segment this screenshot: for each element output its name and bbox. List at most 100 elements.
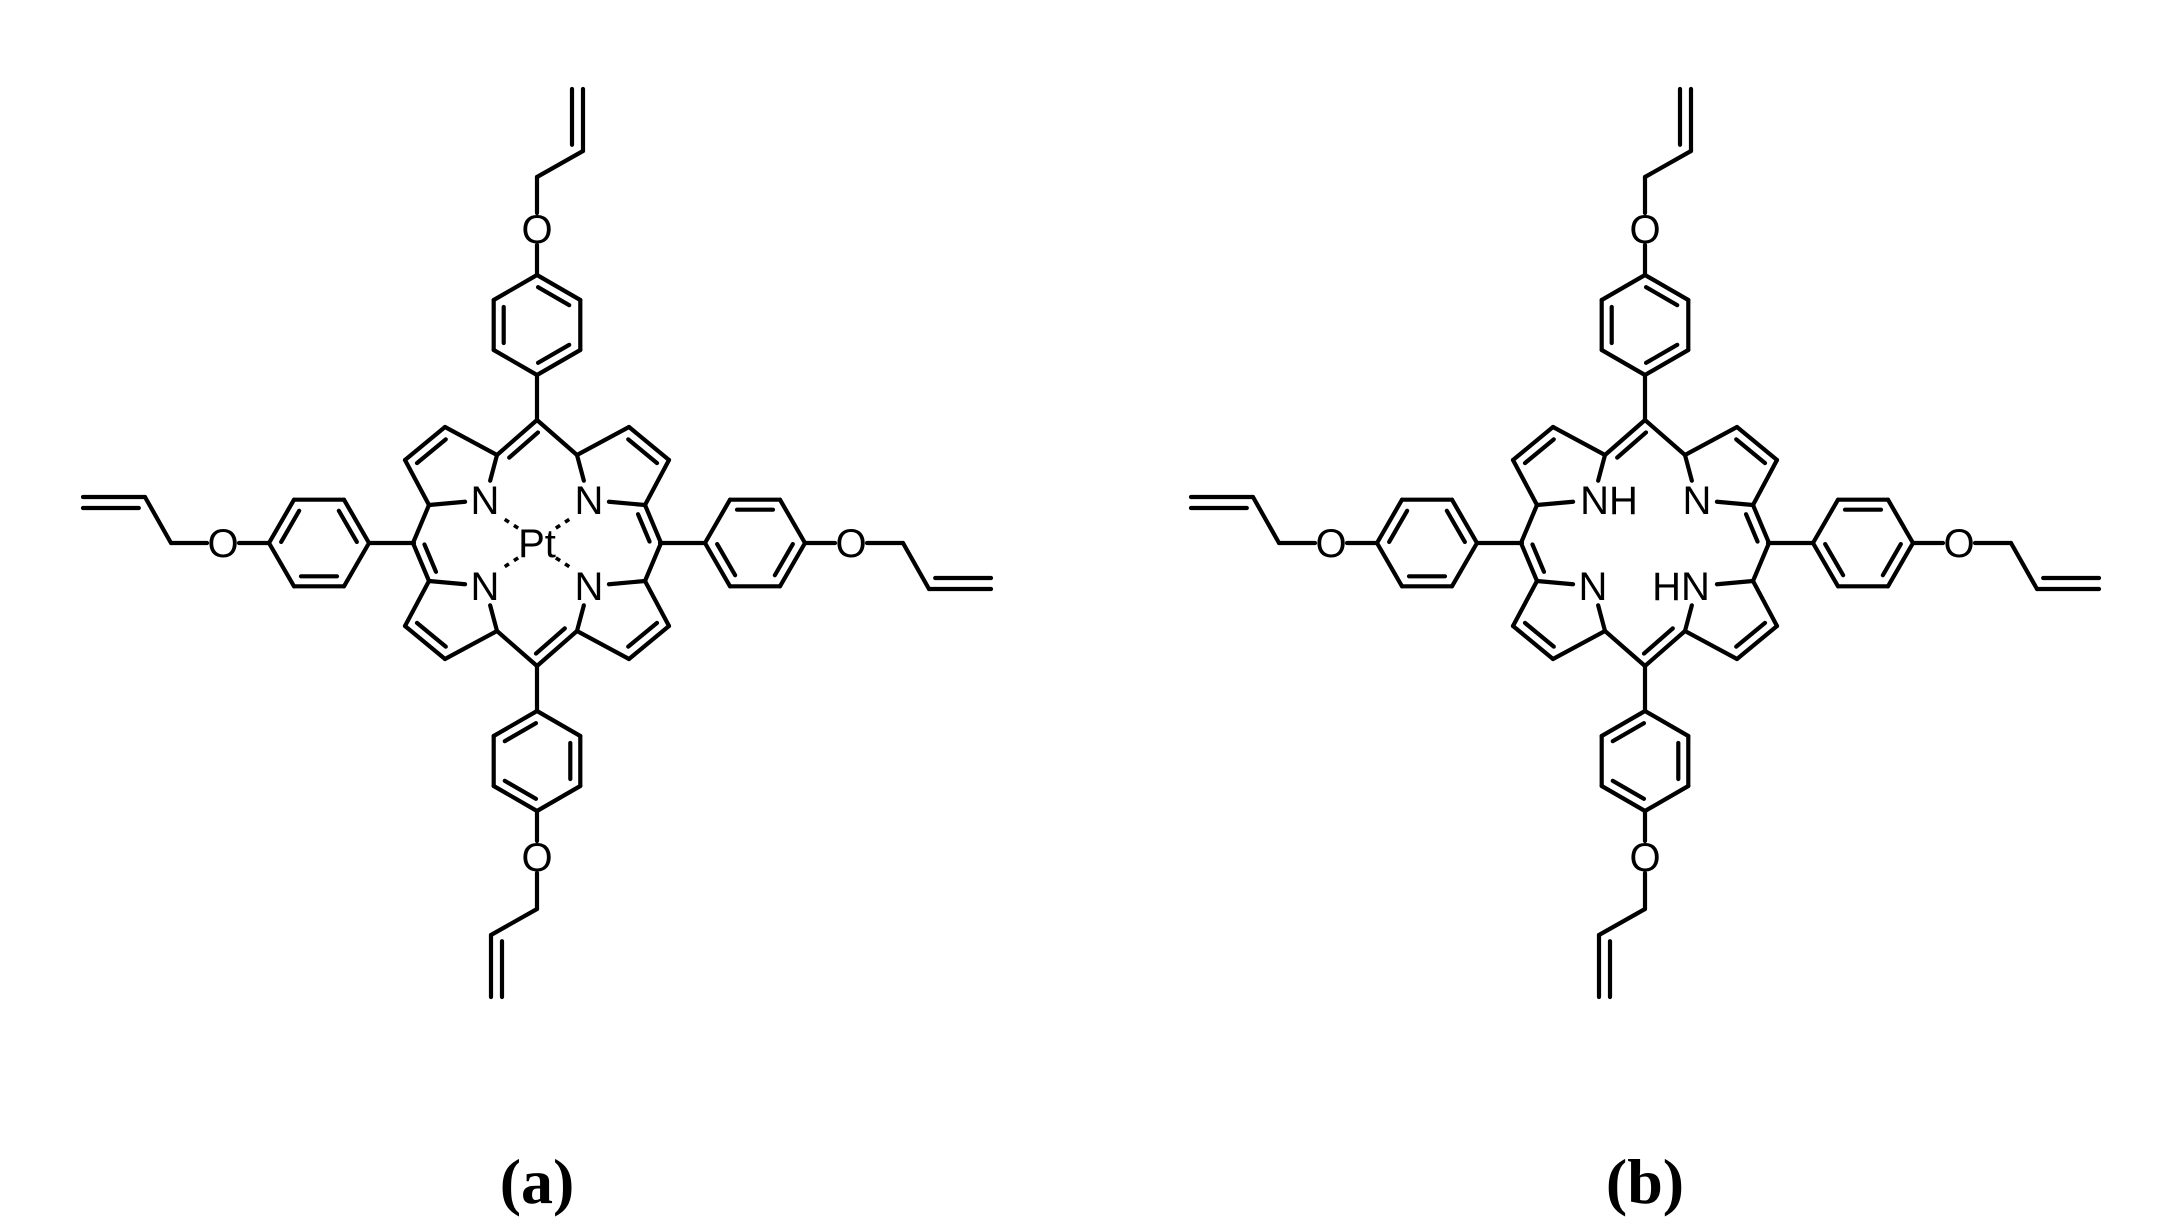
pyrrole-bond: [1550, 628, 1608, 662]
phenyl-double-bond: [1642, 272, 1691, 303]
pyrrole-nitrogen-label: N: [1579, 565, 1608, 609]
pyrrole-bond: [1750, 578, 1780, 629]
caption-b: (b): [1606, 1146, 1684, 1217]
pyrrole-bond: [574, 424, 632, 458]
phenyl-double-bond-inner: [1880, 541, 1903, 578]
pyrrole-nitrogen-label: HN: [1652, 565, 1710, 609]
pyrrole-bond: [1596, 452, 1608, 483]
pyrrole-bond: [1534, 578, 1576, 587]
pyrrole-bond: [606, 578, 648, 587]
phenyl-double-bond-inner: [502, 721, 539, 744]
pyrrole-bond: [1714, 499, 1756, 508]
phenyl-double-bond: [1642, 347, 1691, 378]
phenyl-double-bond-inner: [1444, 508, 1467, 545]
phenyl-double-bond: [1449, 497, 1480, 546]
meso-bond: [1642, 417, 1688, 458]
phenyl-double-bond-inner: [1823, 541, 1846, 578]
ether-oxygen-label: O: [1629, 208, 1660, 252]
phenyl-double-bond-inner: [1643, 285, 1680, 308]
pyrrole-bond: [442, 424, 500, 458]
phenyl-bond: [491, 272, 540, 303]
pyrrole-double-bond-inner: [1734, 437, 1768, 466]
pyrrole-bond: [574, 628, 632, 662]
pyrrole-double-bond: [626, 424, 672, 463]
phenyl-bond: [266, 540, 297, 589]
phenyl-bond: [702, 497, 733, 546]
phenyl-double-bond-inner: [336, 508, 359, 545]
meso-bond: [642, 502, 664, 546]
pyrrole-bond: [402, 457, 432, 508]
pyrrole-double-bond-inner: [1522, 437, 1556, 466]
coordination-bond: [550, 517, 571, 533]
pyrrole-double-bond-inner: [1734, 620, 1768, 649]
meso-bond-inner: [533, 626, 567, 656]
phenyl-bond: [534, 708, 583, 739]
phenyl-bond: [777, 497, 808, 546]
pyrrole-bond: [642, 457, 672, 508]
pyrrole-bond: [426, 578, 468, 587]
pyrrole-nitrogen-label: N: [1683, 479, 1712, 523]
phenyl-bond: [1642, 783, 1691, 814]
meso-bond-inner: [1641, 626, 1675, 656]
pyrrole-bond: [1682, 628, 1740, 662]
pyrrole-bond: [1682, 603, 1694, 634]
phenyl-bond: [1810, 497, 1841, 546]
phenyl-double-bond: [534, 272, 583, 303]
meso-bond-inner: [422, 542, 439, 574]
phenyl-bond: [1599, 272, 1648, 303]
meso-bond: [1750, 502, 1772, 546]
caption-a: (a): [500, 1146, 575, 1217]
pyrrole-bond: [1714, 578, 1756, 587]
phenyl-double-bond-inner: [1610, 778, 1647, 801]
meso-bond: [1518, 540, 1540, 584]
pyrrole-bond: [642, 578, 672, 629]
phenyl-double-bond: [777, 540, 808, 589]
pyrrole-bond: [1550, 424, 1608, 458]
pyrrole-double-bond-inner: [1522, 620, 1556, 649]
metal-label: Pt: [518, 522, 556, 566]
allyl-bond: [488, 906, 540, 938]
pyrrole-bond: [606, 499, 648, 508]
phenyl-bond: [1374, 540, 1405, 589]
allyl-bond: [1250, 494, 1282, 546]
phenyl-double-bond: [702, 540, 733, 589]
pyrrole-double-bond-inner: [626, 437, 660, 466]
meso-bond: [410, 502, 432, 546]
meso-bond-inner: [635, 512, 652, 544]
phenyl-double-bond-inner: [1387, 508, 1410, 545]
phenyl-double-bond-inner: [502, 778, 539, 801]
ether-oxygen-label: O: [207, 522, 238, 566]
phenyl-double-bond: [266, 497, 297, 546]
phenyl-double-bond: [1374, 497, 1405, 546]
pyrrole-bond: [574, 452, 586, 483]
phenyl-double-bond: [491, 783, 540, 814]
phenyl-double-bond-inner: [279, 508, 302, 545]
meso-bond-inner: [507, 430, 541, 460]
pyrrole-double-bond: [626, 623, 672, 662]
meso-bond: [1642, 628, 1688, 669]
pyrrole-double-bond: [402, 424, 448, 463]
phenyl-double-bond: [1599, 708, 1648, 739]
pyrrole-double-bond: [1510, 424, 1556, 463]
allyl-bond: [2008, 540, 2040, 592]
meso-bond-inner: [1615, 430, 1649, 460]
coordination-bond: [503, 517, 524, 533]
pyrrole-nitrogen-label: N: [575, 479, 604, 523]
pyrrole-bond: [402, 578, 432, 629]
meso-bond: [1518, 502, 1540, 546]
coordination-bond: [550, 553, 571, 569]
meso-bond: [642, 540, 664, 584]
pyrrole-double-bond-inner: [414, 620, 448, 649]
phenyl-double-bond: [534, 347, 583, 378]
pyrrole-bond: [1750, 457, 1780, 508]
phenyl-double-bond-inner: [1610, 721, 1647, 744]
pyrrole-double-bond: [1510, 623, 1556, 662]
phenyl-bond: [1599, 347, 1648, 378]
ether-oxygen-label: O: [1315, 522, 1346, 566]
meso-bond: [410, 540, 432, 584]
phenyl-bond: [1642, 708, 1691, 739]
pyrrole-bond: [1534, 499, 1576, 508]
pyrrole-double-bond: [1734, 424, 1780, 463]
